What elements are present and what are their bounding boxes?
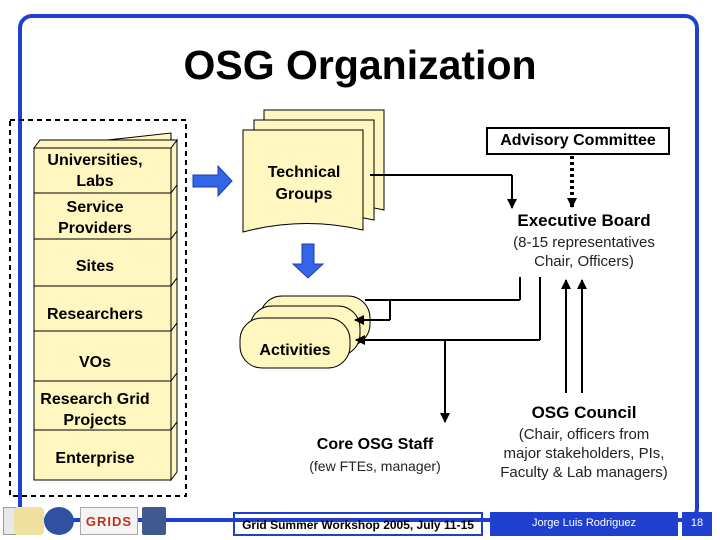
activities-shapes bbox=[239, 295, 371, 369]
plate-research-grid bbox=[33, 371, 178, 432]
slide-title: OSG Organization bbox=[183, 42, 537, 88]
stakeholder-stack bbox=[33, 132, 178, 482]
stakeholder-research-grid-projects: Research Grid Projects bbox=[40, 391, 150, 429]
plate-service bbox=[33, 183, 178, 241]
plate-researchers bbox=[33, 276, 178, 333]
footer-workshop: Grid Summer Workshop 2005, July 11-15 bbox=[233, 512, 483, 536]
logo-umd bbox=[142, 507, 166, 535]
footer-page-number: 18 bbox=[682, 512, 712, 536]
executive-board-title: Executive Board bbox=[517, 211, 651, 230]
stakeholder-sites: Sites bbox=[75, 258, 115, 275]
logo-grids: GRIDS bbox=[80, 507, 138, 535]
osg-council-title: OSG Council bbox=[531, 403, 637, 422]
slide-frame bbox=[18, 14, 699, 522]
plate-vos bbox=[33, 321, 178, 383]
stakeholder-service-providers: Service Providers bbox=[58, 199, 132, 237]
blue-arrow-down bbox=[291, 243, 325, 279]
stakeholder-vos: VOs bbox=[78, 354, 111, 371]
footer-presenter: Jorge Luis Rodriguez bbox=[490, 512, 678, 536]
core-staff-title: Core OSG Staff bbox=[316, 436, 434, 453]
stakeholder-enclosure bbox=[9, 119, 187, 497]
osg-council-line3: Faculty & Lab managers) bbox=[500, 464, 668, 481]
activities-label: Activities bbox=[259, 342, 331, 359]
technical-groups-pages bbox=[242, 109, 385, 233]
core-staff-subtitle: (few FTEs, manager) bbox=[309, 458, 441, 474]
advisory-committee-box bbox=[486, 127, 670, 155]
executive-board-line2: Chair, Officers) bbox=[534, 253, 634, 270]
executive-board-line1: (8-15 representatives bbox=[513, 234, 655, 251]
stakeholder-enterprise: Enterprise bbox=[55, 450, 135, 467]
plate-enterprise bbox=[33, 420, 178, 482]
osg-council-line2: major stakeholders, PIs, bbox=[503, 445, 665, 462]
advisory-committee-label: Advisory Committee bbox=[500, 132, 656, 149]
technical-groups-label: Technical Groups bbox=[267, 164, 341, 203]
osg-council-line1: (Chair, officers from bbox=[518, 426, 650, 443]
blue-arrow-right bbox=[192, 164, 233, 198]
logo-ivdgl bbox=[44, 507, 74, 535]
stakeholder-universities-labs: Universities, Labs bbox=[47, 152, 143, 190]
connectors bbox=[354, 156, 587, 423]
logo-ivdgl-lion bbox=[14, 507, 44, 535]
stakeholder-researchers: Researchers bbox=[46, 306, 144, 323]
